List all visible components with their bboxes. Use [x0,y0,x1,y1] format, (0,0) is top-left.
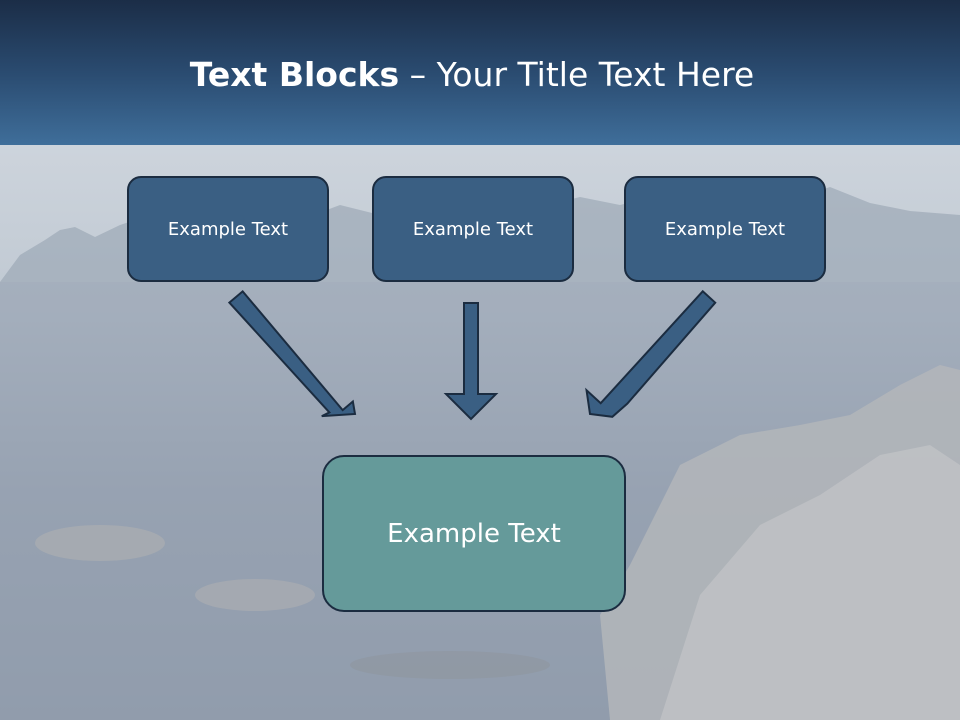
title-bold: Text Blocks [189,55,400,94]
text-block-1: Example Text [127,176,329,282]
title-rest: – Your Title Text Here [399,55,755,94]
slide-title: Text Blocks – Your Title Text Here [0,50,944,100]
text-block-3: Example Text [624,176,826,282]
text-block-2: Example Text [372,176,574,282]
target-text-block: Example Text [322,455,626,612]
title-bar: Text Blocks – Your Title Text Here [0,0,960,145]
text-block-1-label: Example Text [167,218,289,240]
target-text-block-label: Example Text [387,518,561,549]
text-block-3-label: Example Text [664,218,786,240]
text-block-2-label: Example Text [412,218,534,240]
